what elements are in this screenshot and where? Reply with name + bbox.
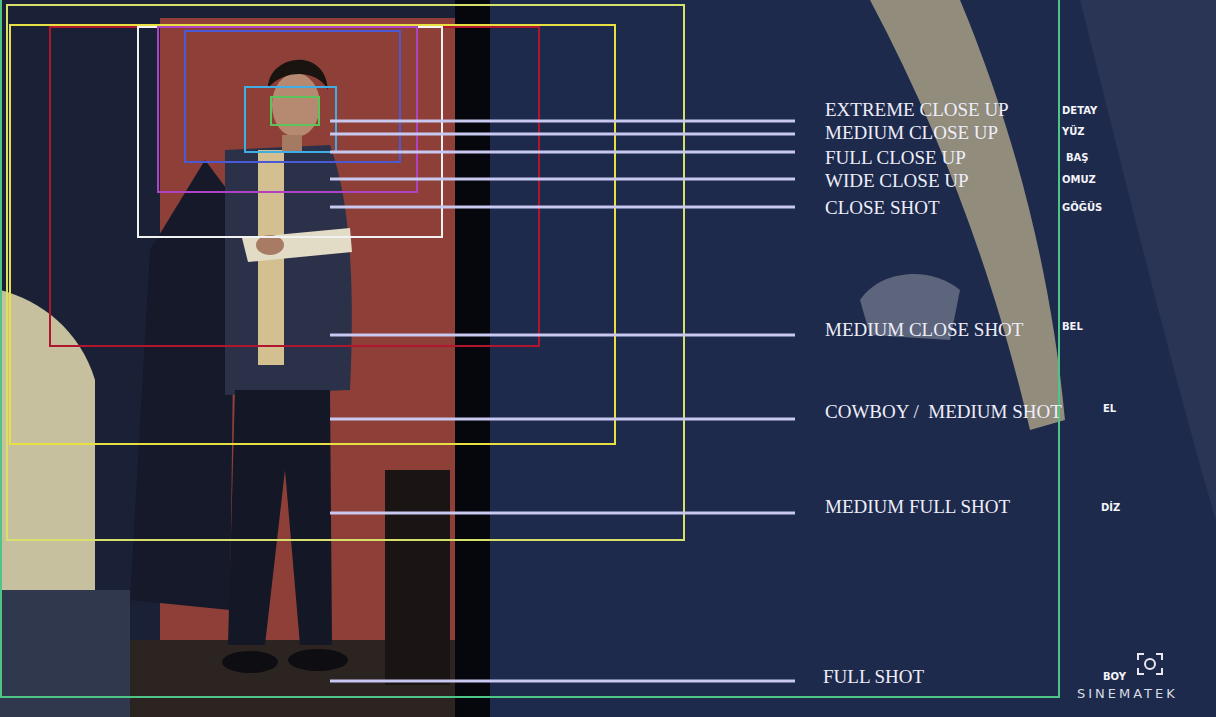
shot-type-label: MEDIUM CLOSE SHOT <box>825 320 1023 339</box>
jacket <box>225 145 352 395</box>
hair <box>268 60 328 90</box>
medium-close-up-frame <box>245 87 336 152</box>
trousers <box>228 390 332 645</box>
logo-lens <box>1145 659 1155 669</box>
logo-corner <box>1156 668 1162 674</box>
curtain <box>0 290 95 640</box>
extreme-close-up-frame <box>271 97 319 125</box>
leader-lines <box>330 121 795 681</box>
chair-back <box>1080 0 1216 520</box>
neck <box>282 135 302 153</box>
framing-boxes <box>1 0 1059 697</box>
shot-type-label: FULL CLOSE UP <box>825 148 966 167</box>
shot-type-label: MEDIUM CLOSE UP <box>825 123 998 142</box>
left-scene <box>0 0 455 717</box>
leader-line <box>330 120 795 123</box>
shot-type-label: FULL SHOT <box>823 667 924 686</box>
full-shot-frame <box>1 0 1059 697</box>
turkish-label: DİZ <box>1101 503 1120 513</box>
shot-type-label: MEDIUM FULL SHOT <box>825 497 1010 516</box>
wide-close-up-frame <box>158 27 417 192</box>
leader-line <box>330 178 795 181</box>
right-scene <box>490 0 1216 717</box>
turkish-label: YÜZ <box>1062 127 1085 137</box>
shot-type-label: CLOSE SHOT <box>825 198 940 217</box>
leader-line <box>330 133 795 136</box>
turkish-label: BOY <box>1103 672 1126 682</box>
turkish-label: BEL <box>1062 322 1083 332</box>
medium-full-shot-frame <box>7 5 684 540</box>
leader-line <box>330 334 795 337</box>
camera-logo <box>1138 654 1162 674</box>
long-coat <box>130 160 235 610</box>
shot-type-label: WIDE CLOSE UP <box>825 171 969 190</box>
watermark: SINEMATEK <box>1077 687 1178 700</box>
logo-corner <box>1156 654 1162 660</box>
face <box>272 73 320 137</box>
leader-line <box>330 680 795 683</box>
logo-corner <box>1138 654 1144 660</box>
full-close-up-frame <box>185 31 400 162</box>
black-strip <box>455 0 490 717</box>
turkish-label: BAŞ <box>1066 153 1089 163</box>
leader-line <box>330 151 795 154</box>
shot-type-label: COWBOY / MEDIUM SHOT <box>825 402 1062 421</box>
medium-close-shot-frame <box>50 27 539 346</box>
turkish-label: EL <box>1103 404 1116 414</box>
turkish-label: GÖĞÜS <box>1062 203 1102 213</box>
leader-line <box>330 418 795 421</box>
book <box>242 228 352 262</box>
nightstand <box>385 470 450 685</box>
leader-line <box>330 206 795 209</box>
shoe <box>288 649 348 671</box>
shoe <box>222 651 278 673</box>
shot-type-label: EXTREME CLOSE UP <box>825 100 1009 119</box>
leader-line <box>330 512 795 515</box>
logo-corner <box>1138 668 1144 674</box>
turkish-label: DETAY <box>1062 106 1097 116</box>
cowboy-shot-frame <box>10 25 615 444</box>
turkish-label: OMUZ <box>1062 175 1096 185</box>
